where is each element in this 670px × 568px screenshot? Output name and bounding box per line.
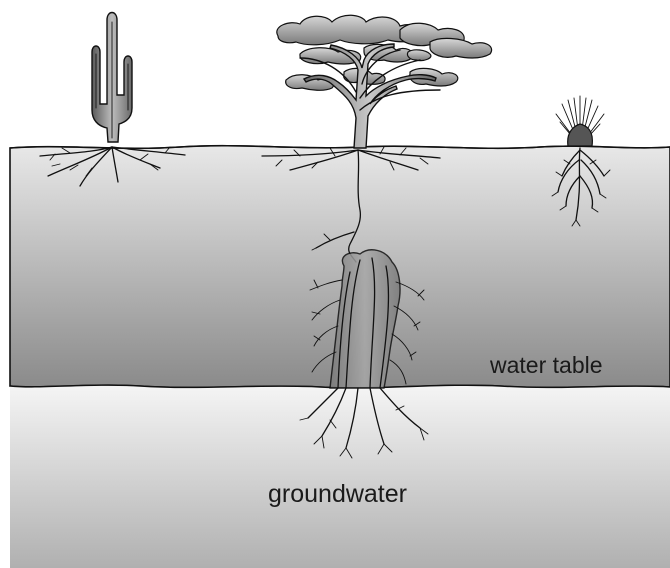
shrub-foliage [556,96,604,146]
groundwater-layer [10,385,670,568]
groundwater-label: groundwater [268,480,407,509]
water-table-label: water table [490,352,603,379]
